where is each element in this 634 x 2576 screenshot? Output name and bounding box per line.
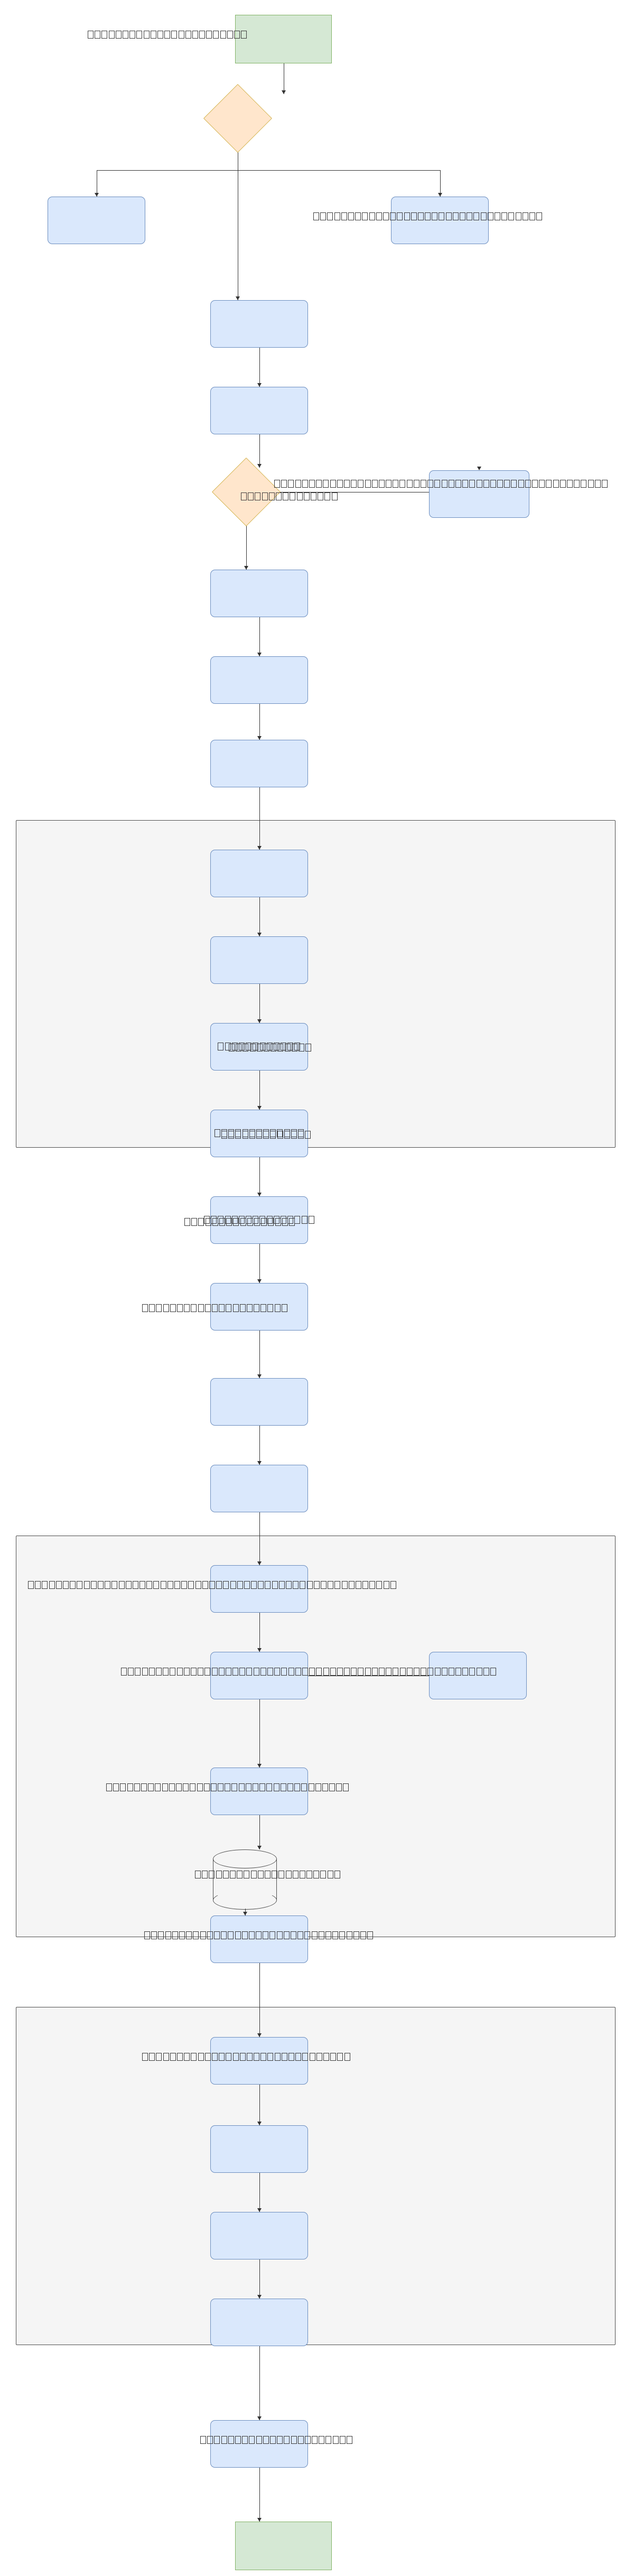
subgraph-sg2 [16, 1536, 616, 1937]
edge-line [259, 1331, 260, 1378]
process-node-n08[interactable] [429, 470, 529, 518]
process-node-n14[interactable] [210, 1023, 308, 1071]
edge-arrowhead [257, 1461, 262, 1465]
terminator-node-n01[interactable] [235, 15, 332, 63]
edge-line [259, 348, 260, 387]
edge-arrowhead [257, 1106, 262, 1110]
subgraph-sg1 [16, 820, 616, 1148]
edge-line [259, 2085, 260, 2125]
edge-arrowhead [282, 90, 286, 94]
edge-line [259, 1071, 260, 1110]
process-node-n09[interactable] [210, 570, 308, 617]
edge-line [259, 897, 260, 936]
process-node-n16[interactable] [210, 1196, 308, 1244]
subgraph-sg3 [16, 2007, 616, 2345]
edge-arrowhead [257, 383, 262, 387]
edge-arrowhead [94, 193, 99, 197]
edge-line [259, 984, 260, 1023]
edge-line [259, 434, 260, 468]
process-node-n03[interactable] [48, 197, 145, 244]
edge-line [259, 2346, 260, 2420]
edge-line [259, 617, 260, 656]
process-node-n28[interactable] [210, 2212, 308, 2259]
diamond-shape [203, 83, 273, 153]
process-node-n04[interactable] [391, 197, 489, 244]
edge-arrowhead [477, 467, 481, 470]
database-node-n24[interactable] [213, 1849, 277, 1910]
edge-arrowhead [257, 2033, 262, 2037]
process-node-n21[interactable] [210, 1652, 308, 1699]
edge-label-el01 [87, 31, 247, 40]
edge-arrowhead [257, 1374, 262, 1378]
edge-arrowhead [257, 2208, 262, 2212]
edge-arrowhead [257, 1764, 262, 1768]
edge-line [259, 1512, 260, 1565]
edge-line [259, 2259, 260, 2299]
edge-line [259, 1426, 260, 1465]
process-node-n22[interactable] [429, 1652, 527, 1699]
edge-arrowhead [257, 2295, 262, 2299]
edge-arrowhead [257, 464, 262, 468]
process-node-n30[interactable] [210, 2420, 308, 2468]
edge-line [259, 2468, 260, 2522]
edge-arrowhead [257, 736, 262, 740]
edge-line [259, 1157, 260, 1196]
edge-arrowhead [257, 1846, 262, 1849]
edge-line [259, 1613, 260, 1652]
edge-line [440, 170, 441, 197]
decision-node-n02[interactable] [203, 83, 273, 153]
edge-line [259, 1699, 260, 1768]
cylinder-top-ellipse [213, 1849, 277, 1868]
process-node-n20[interactable] [210, 1565, 308, 1613]
edge-line [96, 170, 440, 171]
edge-arrowhead [257, 653, 262, 656]
edge-line [259, 1963, 260, 2037]
edge-line [259, 704, 260, 740]
process-node-n12[interactable] [210, 850, 308, 897]
process-node-n06[interactable] [210, 387, 308, 434]
edge-line [259, 2173, 260, 2212]
process-node-n05[interactable] [210, 300, 308, 348]
edge-arrowhead [244, 566, 248, 570]
terminator-node-n31[interactable] [235, 2522, 332, 2570]
edge-arrowhead [257, 846, 262, 850]
edge-arrowhead [257, 2518, 262, 2522]
edge-arrowhead [243, 1912, 247, 1915]
process-node-n10[interactable] [210, 656, 308, 704]
process-node-n13[interactable] [210, 936, 308, 984]
process-node-n15[interactable] [210, 1110, 308, 1157]
process-node-n26[interactable] [210, 2037, 308, 2085]
process-node-n18[interactable] [210, 1378, 308, 1426]
decision-node-n07[interactable] [211, 457, 281, 527]
process-node-n17[interactable] [210, 1283, 308, 1331]
process-node-n11[interactable] [210, 740, 308, 787]
edge-line [259, 787, 260, 850]
edge-arrowhead [236, 296, 240, 300]
diamond-shape [211, 457, 281, 527]
edge-arrowhead [257, 1019, 262, 1023]
edge-arrowhead [257, 1561, 262, 1565]
edge-arrowhead [257, 1279, 262, 1283]
cylinder-body [213, 1858, 277, 1900]
cylinder-bottom-ellipse [213, 1891, 277, 1910]
edge-line [246, 516, 247, 570]
edge-arrowhead [257, 2122, 262, 2125]
edge-line [259, 1815, 260, 1849]
edge-line [259, 1244, 260, 1283]
edge-arrowhead [257, 2416, 262, 2420]
process-node-n29[interactable] [210, 2299, 308, 2346]
edge-arrowhead [257, 1648, 262, 1652]
process-node-n27[interactable] [210, 2125, 308, 2173]
process-node-n25[interactable] [210, 1915, 308, 1963]
edge-arrowhead [257, 1193, 262, 1196]
edge-arrowhead [257, 933, 262, 936]
process-node-n23[interactable] [210, 1768, 308, 1815]
edge-arrowhead [437, 193, 442, 197]
process-node-n19[interactable] [210, 1465, 308, 1512]
